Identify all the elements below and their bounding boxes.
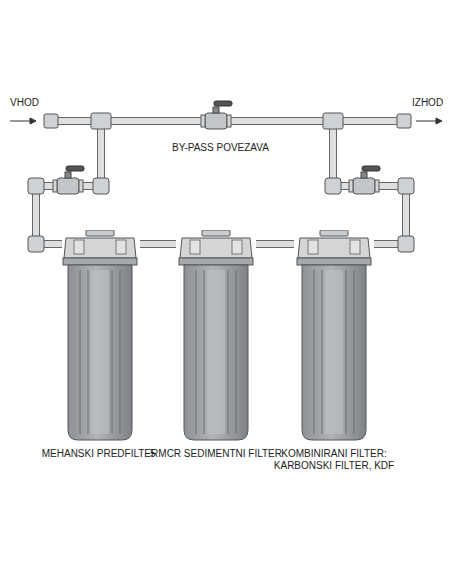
filter-housing	[176, 230, 256, 444]
filter-label: 5 MCR SEDIMENTNI FILTER	[146, 448, 286, 460]
filter-housing	[294, 230, 374, 444]
filter-housing	[60, 230, 140, 444]
pipe-label: IZHOD	[410, 97, 445, 109]
filter-label: KOMBINIRANI FILTER: KARBONSKI FILTER, KD…	[264, 448, 404, 472]
filter-node: KOMBINIRANI FILTER: KARBONSKI FILTER, KD…	[294, 230, 374, 472]
pipe-connector	[256, 244, 294, 245]
pipe-label: VHOD	[8, 97, 41, 109]
pipe-label: BY-PASS POVEZAVA	[170, 142, 271, 154]
filter-label: MEHANSKI PREDFILTER	[30, 448, 170, 460]
filter-node: MEHANSKI PREDFILTER	[60, 230, 140, 460]
pipe-connector	[140, 244, 176, 245]
filter-node: 5 MCR SEDIMENTNI FILTER	[176, 230, 256, 460]
